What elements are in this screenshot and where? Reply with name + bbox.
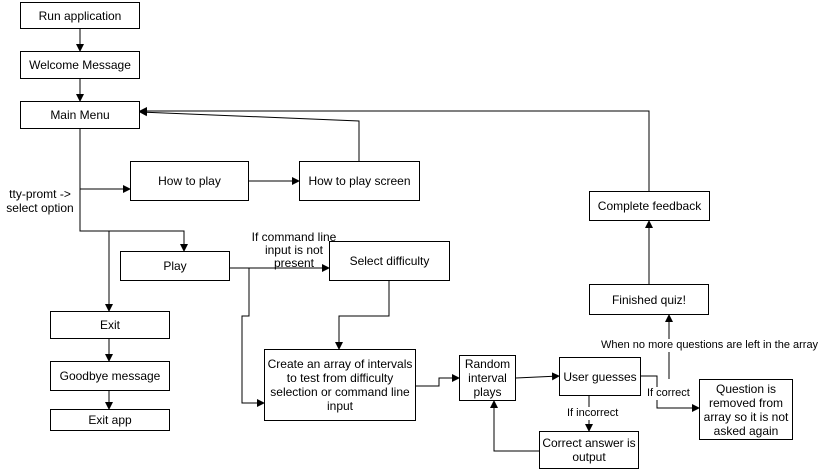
user-guesses-node: User guesses bbox=[559, 357, 641, 396]
create-array-node: Create an array of intervals to test fro… bbox=[264, 349, 416, 421]
main-menu-node: Main Menu bbox=[20, 101, 140, 129]
edge-feedback-to-menu bbox=[139, 107, 650, 191]
random-interval-node: Random interval plays bbox=[459, 355, 516, 401]
correct-answer-node: Correct answer is output bbox=[539, 431, 639, 469]
edge-play-to-create bbox=[230, 267, 265, 407]
complete-feedback-node: Complete feedback bbox=[589, 191, 710, 221]
question-removed-node: Question is removed from array so it is … bbox=[699, 379, 793, 440]
no-more-questions-label: When no more questions are left in the a… bbox=[601, 339, 819, 352]
edge-correct-to-random bbox=[490, 400, 539, 452]
edge-screen-to-menu bbox=[139, 108, 360, 161]
if-correct-label: If correct bbox=[647, 387, 690, 400]
tty-prompt-label: tty-promt -> select option bbox=[4, 187, 76, 215]
play-node: Play bbox=[120, 251, 230, 281]
run-application-node: Run application bbox=[20, 2, 140, 29]
edge-create-to-random bbox=[416, 374, 460, 387]
how-to-play-screen-node: How to play screen bbox=[299, 161, 420, 201]
goodbye-message-node: Goodbye message bbox=[50, 361, 170, 391]
if-incorrect-label: If incorrect bbox=[567, 407, 619, 420]
edge-random-to-user bbox=[515, 372, 560, 381]
exit-node: Exit bbox=[50, 311, 170, 339]
no-command-input-label: If command line input is not present bbox=[251, 230, 337, 270]
welcome-message-node: Welcome Message bbox=[20, 51, 140, 79]
how-to-play-node: How to play bbox=[130, 161, 249, 201]
exit-app-node: Exit app bbox=[50, 409, 170, 431]
edge-difficulty-to-create bbox=[335, 281, 390, 350]
edge-menu-to-exit bbox=[79, 129, 113, 312]
finished-quiz-node: Finished quiz! bbox=[589, 284, 709, 315]
select-difficulty-node: Select difficulty bbox=[329, 241, 450, 281]
edge-menu-to-howtoplay bbox=[79, 129, 131, 193]
